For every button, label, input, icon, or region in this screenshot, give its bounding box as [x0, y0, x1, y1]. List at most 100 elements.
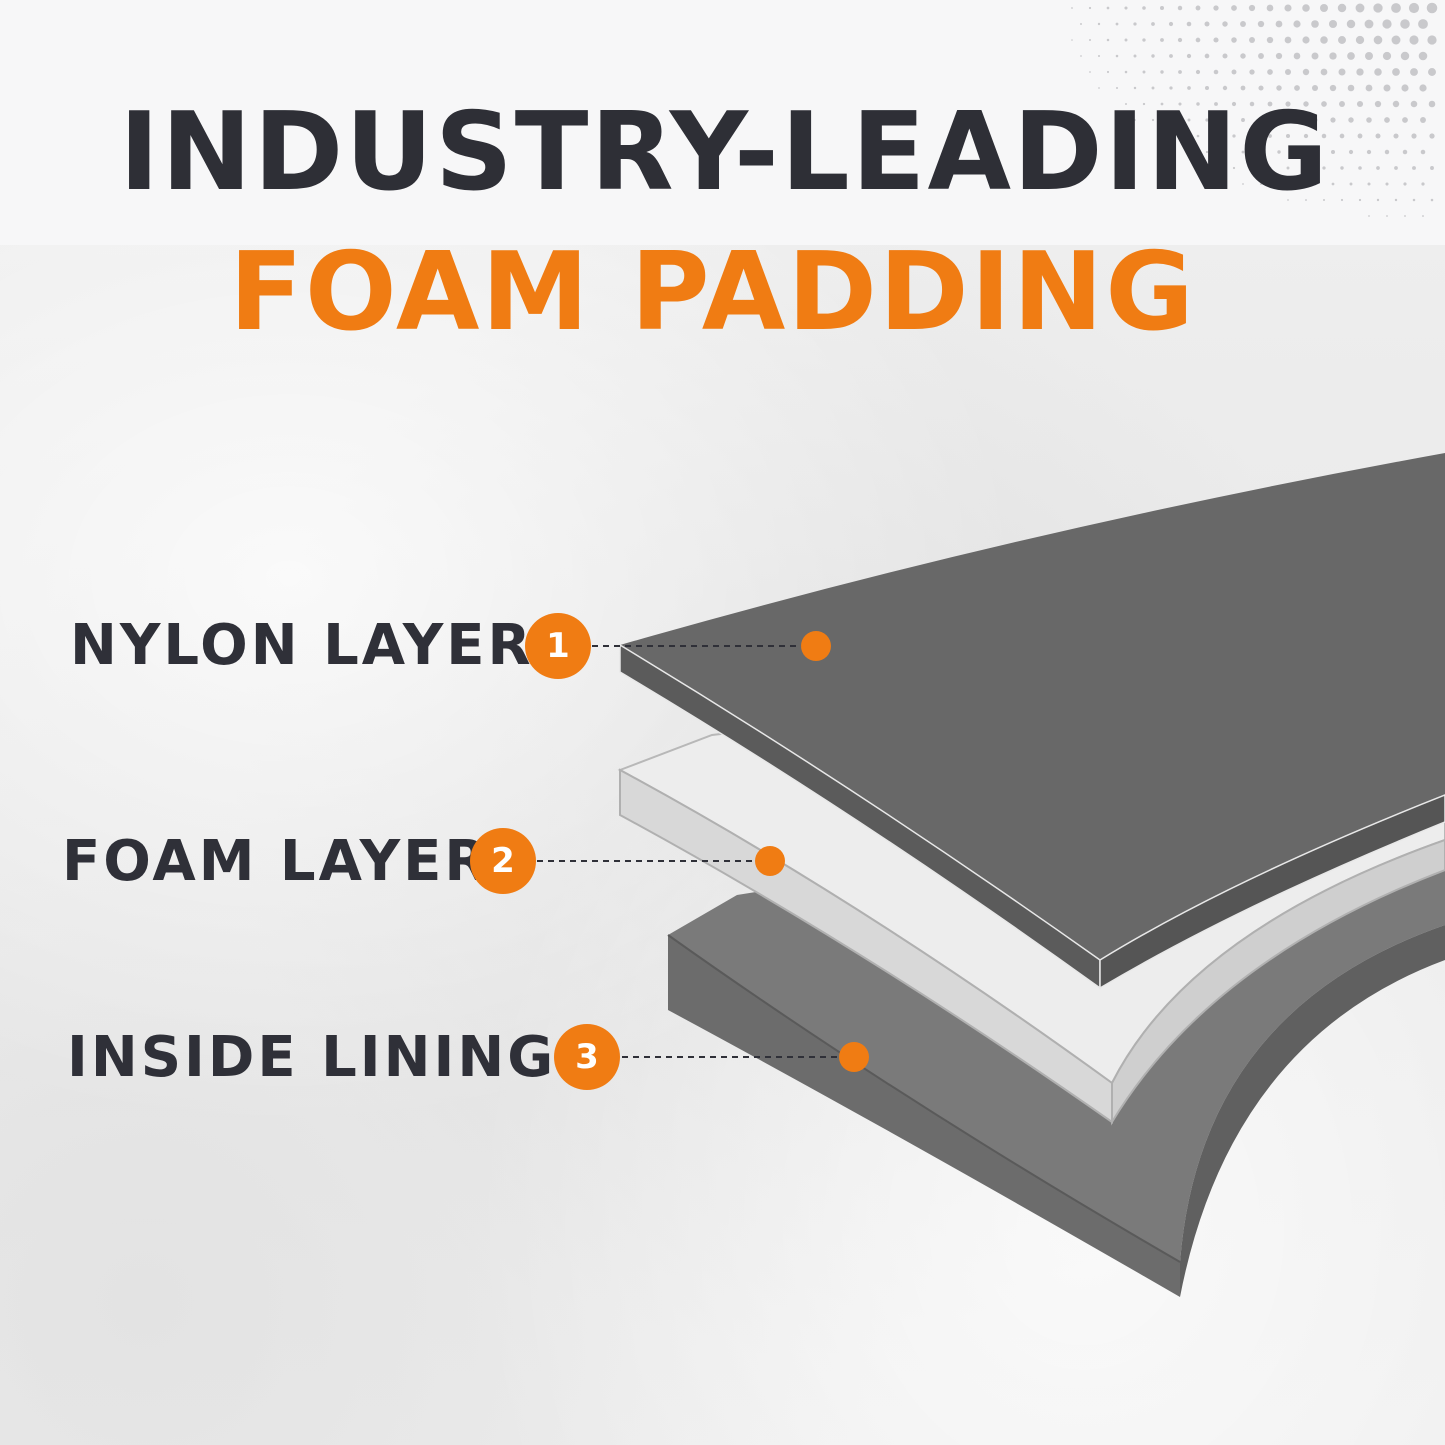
halftone-dot — [1358, 166, 1362, 170]
halftone-dot — [1337, 3, 1347, 13]
halftone-dot — [1428, 100, 1436, 108]
halftone-dot — [1392, 100, 1400, 108]
page-title-line-1: INDUSTRY-LEADING — [119, 90, 1330, 215]
halftone-dot — [1231, 5, 1237, 11]
header-band — [0, 0, 1445, 245]
halftone-dot — [1355, 3, 1365, 13]
halftone-dot — [1088, 6, 1092, 10]
halftone-dot — [1285, 101, 1291, 107]
halftone-dot — [1347, 52, 1355, 60]
halftone-dot — [1268, 134, 1272, 138]
halftone-dot — [1160, 70, 1164, 74]
halftone-dot — [1401, 84, 1409, 92]
leader-lines — [537, 645, 843, 1058]
halftone-dot — [1393, 133, 1399, 139]
halftone-dot — [1426, 2, 1438, 14]
label-nylon-layer: NYLON LAYER — [70, 613, 534, 678]
halftone-dot — [1241, 150, 1245, 154]
nylon-layer-top-face — [620, 453, 1445, 960]
halftone-dot — [1160, 102, 1164, 106]
halftone-dot — [1340, 198, 1344, 202]
halftone-dot — [1223, 150, 1227, 154]
halftone-dot — [1133, 54, 1137, 58]
halftone-dot — [1214, 102, 1218, 106]
halftone-dot — [1320, 68, 1328, 76]
halftone-dot — [1231, 37, 1237, 43]
halftone-dot — [1384, 149, 1390, 155]
halftone-dot — [1356, 68, 1364, 76]
halftone-dot — [1331, 150, 1335, 154]
halftone-dot — [1258, 85, 1264, 91]
halftone-dot — [1115, 22, 1119, 26]
halftone-dot — [1293, 52, 1301, 60]
halftone-dot — [1404, 215, 1406, 217]
halftone-dot — [1409, 35, 1419, 45]
halftone-dot — [1115, 86, 1119, 90]
halftone-dot — [1124, 38, 1128, 42]
halftone-dot — [1124, 70, 1128, 74]
halftone-dot — [1142, 102, 1146, 106]
halftone-dot — [1196, 102, 1200, 106]
halftone-dot — [1259, 150, 1263, 154]
halftone-dot — [1213, 69, 1219, 75]
halftone-dot — [1258, 53, 1264, 59]
halftone-dot — [1305, 199, 1307, 201]
halftone-dot — [1222, 53, 1228, 59]
halftone-dot — [1294, 85, 1300, 91]
halftone-dot — [1106, 38, 1110, 42]
label-inside-lining: INSIDE LINING — [67, 1025, 557, 1090]
halftone-dot — [1249, 101, 1255, 107]
halftone-dot — [1250, 134, 1254, 138]
halftone-dot — [1394, 166, 1398, 170]
halftone-dot — [1195, 5, 1201, 11]
halftone-dot — [1391, 35, 1401, 45]
leader-dot-1 — [801, 631, 831, 661]
halftone-dot — [1348, 149, 1354, 155]
halftone-dot — [1408, 2, 1420, 14]
halftone-dot — [1422, 215, 1424, 217]
halftone-dot — [1366, 149, 1372, 155]
halftone-dot — [1329, 84, 1337, 92]
halftone-dot — [1302, 4, 1310, 12]
halftone-dot — [1196, 134, 1200, 138]
halftone-dot — [1338, 36, 1346, 44]
halftone-dot — [1124, 6, 1128, 10]
halftone-dot — [1418, 19, 1428, 29]
halftone-dot — [1321, 133, 1327, 139]
halftone-dot — [1177, 5, 1183, 11]
halftone-dot — [1232, 166, 1236, 170]
halftone-dot — [1205, 150, 1209, 154]
halftone-dot — [1195, 37, 1201, 43]
halftone-dot — [1373, 3, 1383, 13]
halftone-dot — [1080, 55, 1082, 57]
halftone-dot — [1382, 19, 1392, 29]
halftone-dot — [1186, 21, 1192, 27]
halftone-dot — [1430, 166, 1434, 170]
halftone-dot — [1411, 133, 1417, 139]
halftone-dot — [1213, 5, 1219, 11]
halftone-dot — [1376, 166, 1380, 170]
halftone-dot — [1313, 182, 1317, 186]
halftone-dot — [1311, 52, 1319, 60]
halftone-dot — [1329, 52, 1337, 60]
halftone-dot — [1277, 182, 1281, 186]
halftone-dot — [1364, 19, 1374, 29]
halftone-dot — [1240, 21, 1246, 27]
halftone-dot — [1330, 117, 1336, 123]
halftone-dot — [1133, 86, 1137, 90]
badge-2: 2 — [470, 828, 536, 894]
halftone-dot — [1429, 133, 1435, 139]
halftone-dot — [1266, 36, 1274, 44]
nylon-layer-right-face — [1099, 794, 1445, 990]
halftone-dot — [1151, 22, 1155, 26]
halftone-dot — [1133, 22, 1137, 26]
halftone-dot — [1284, 68, 1292, 76]
halftone-dot — [1134, 119, 1136, 121]
halftone-dot — [1295, 182, 1299, 186]
halftone-dot — [1403, 182, 1407, 186]
halftone-dot — [1284, 4, 1292, 12]
halftone-dot — [1071, 7, 1073, 9]
halftone-dot — [1412, 198, 1416, 202]
halftone-dot — [1420, 149, 1426, 155]
